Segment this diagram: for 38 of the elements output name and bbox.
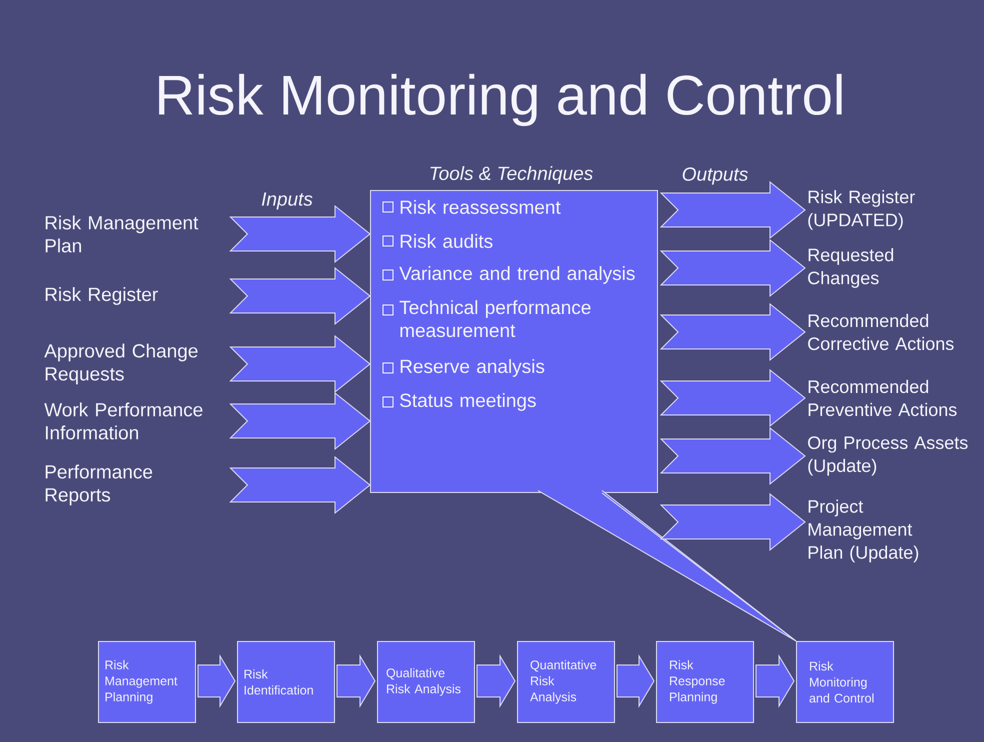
input-label: Performance Reports — [46, 464, 152, 506]
output-label: Project Management Plan (Update) — [808, 500, 918, 562]
block-arrow — [229, 204, 371, 264]
process-box: Risk Monitoring and Control — [796, 641, 894, 723]
process-box: Risk Response Planning — [656, 641, 754, 723]
process-box: Risk Management Planning — [98, 641, 196, 723]
process-box: Risk Identification — [237, 641, 335, 723]
title: Risk Monitoring and Control — [159, 74, 842, 126]
section-label: Inputs — [262, 192, 312, 210]
block-arrow — [660, 238, 806, 298]
output-label: Risk Register (UPDATED) — [808, 190, 915, 230]
block-arrow — [660, 426, 806, 486]
input-label: Risk Register — [46, 287, 158, 305]
block-arrow — [198, 654, 236, 708]
box-heading: Tools & Techniques — [430, 166, 593, 184]
block-arrow — [229, 334, 371, 394]
output-label: Requested Changes — [808, 248, 894, 288]
block-arrow — [660, 180, 806, 240]
block-arrow — [756, 654, 795, 708]
output-label: Recommended Preventive Actions — [808, 380, 957, 416]
block-arrow — [660, 492, 806, 552]
block-arrow — [476, 654, 516, 708]
block-arrow — [229, 456, 371, 514]
process-box: Qualitative Risk Analysis — [377, 641, 475, 723]
input-label: Risk Management Plan — [46, 216, 198, 252]
callout-tail — [602, 492, 796, 642]
process-box: Quantitative Risk Analysis — [517, 641, 615, 723]
output-label: Org Process Assets (Update) — [808, 436, 968, 476]
block-arrow — [616, 654, 655, 708]
block-arrow — [660, 302, 806, 362]
input-label: Approved Change Requests — [44, 344, 198, 384]
block-arrow — [660, 368, 806, 428]
block-arrow — [229, 266, 371, 326]
input-label: Work Performance Information — [44, 402, 202, 440]
block-arrow — [229, 392, 371, 450]
block-arrow — [336, 654, 376, 708]
output-label: Recommended Corrective Actions — [808, 314, 954, 350]
section-label: Outputs — [682, 167, 748, 185]
